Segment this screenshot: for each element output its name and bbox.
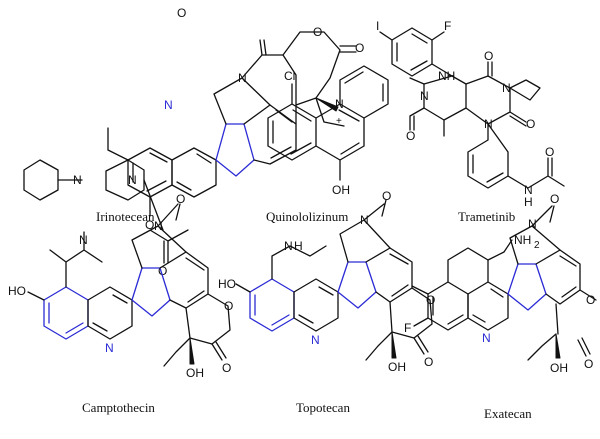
exatecan-caption: Exatecan	[484, 406, 532, 421]
irinotecan-caption: Irinotecean	[96, 209, 155, 224]
camptothecin-atom-o3: O	[222, 361, 231, 375]
irinotecan-atom-o5: O	[158, 264, 167, 278]
exatecan-bonds	[411, 205, 597, 361]
molecule-quinololizinum: Cl N + OH Quinololizinum	[266, 65, 389, 224]
topotecan-caption: Topotecan	[296, 400, 350, 415]
trametinib-atom-o3: O	[526, 117, 535, 131]
molecule-irinotecan: O O O N N N N O O Irinotecean	[23, 6, 364, 278]
camptothecin-atom-n3: N	[154, 219, 163, 233]
molecule-topotecan: N H HO N N O O O OH Topotecan	[218, 189, 435, 415]
trametinib-atom-nh2: N	[524, 183, 533, 197]
camptothecin-atom-n1: N	[79, 233, 88, 247]
camptothecin-atom-o1: O	[176, 192, 185, 206]
topotecan-atom-h: H	[294, 239, 303, 253]
irinotecan-atom-o1: O	[177, 6, 186, 20]
exatecan-atom-o3: O	[584, 357, 593, 371]
trametinib-atom-f: F	[444, 19, 451, 33]
irinotecan-atom-n1: N	[238, 71, 247, 85]
camptothecin-atom-oh: OH	[186, 366, 204, 380]
camptothecin-caption: Camptothecin	[82, 400, 155, 415]
irinotecan-bonds	[23, 31, 357, 264]
trametinib-atom-o4: O	[545, 145, 554, 159]
topotecan-atom-n2: N	[311, 333, 320, 347]
topotecan-atom-oh: OH	[388, 360, 406, 374]
exatecan-atom-oh: OH	[550, 361, 568, 375]
camptothecin-bonds	[27, 203, 231, 367]
irinotecan-atom-n3: N	[73, 173, 82, 187]
quinololizinum-atom-n: N	[335, 97, 344, 111]
topotecan-atom-n3: N	[360, 213, 369, 227]
irinotecan-atom-o3: O	[313, 25, 322, 39]
quinololizinum-atom-oh: OH	[332, 183, 350, 197]
molecule-camptothecin: N HO N N O O O OH Camptothecin	[8, 192, 233, 415]
trametinib-atom-n1: N	[420, 89, 429, 103]
exatecan-atom-o1: O	[550, 192, 559, 206]
trametinib-atom-nh1: NH	[438, 69, 455, 83]
irinotecan-atom-o4: O	[145, 218, 154, 232]
trametinib-atom-i: I	[376, 19, 379, 33]
exatecan-atom-sub2: 2	[534, 240, 540, 251]
trametinib-atom-o2: O	[406, 129, 415, 143]
molecule-trametinib: I F NH O N N N O O N H O Trametinib	[376, 19, 565, 224]
irinotecan-atom-n4: N	[128, 173, 137, 187]
quinololizinum-charge: +	[336, 116, 342, 127]
topotecan-atom-n: N	[284, 239, 293, 253]
exatecan-atom-nh: NH	[514, 233, 531, 247]
camptothecin-atom-n2: N	[105, 341, 114, 355]
molecule-exatecan: NH 2 F N N O O O OH Exatecan	[404, 192, 597, 421]
irinotecan-atom-o2: O	[355, 41, 364, 55]
topotecan-atom-o1: O	[382, 189, 391, 203]
topotecan-atom-ho: HO	[218, 277, 236, 291]
quinololizinum-caption: Quinololizinum	[266, 209, 348, 224]
quinololizinum-atom-cl: Cl	[284, 69, 295, 83]
quinololizinum-bonds	[267, 65, 389, 181]
camptothecin-atom-o2: O	[224, 299, 233, 313]
trametinib-caption: Trametinib	[458, 209, 515, 224]
trametinib-atom-h2: H	[524, 195, 533, 209]
exatecan-atom-o2: O	[586, 293, 595, 307]
trametinib-bonds	[379, 27, 565, 189]
camptothecin-atom-ho: HO	[8, 284, 26, 298]
trametinib-atom-n3: N	[484, 117, 493, 131]
irinotecan-atom-n2: N	[164, 98, 173, 112]
trametinib-atom-n2: N	[502, 81, 511, 95]
trametinib-atom-o1: O	[484, 49, 493, 63]
exatecan-atom-n3: N	[528, 217, 537, 231]
topotecan-atom-o2: O	[426, 293, 435, 307]
exatecan-atom-n2: N	[482, 331, 491, 345]
topotecan-atom-o3: O	[424, 355, 433, 369]
exatecan-atom-f: F	[404, 321, 411, 335]
topotecan-bonds	[235, 199, 433, 361]
